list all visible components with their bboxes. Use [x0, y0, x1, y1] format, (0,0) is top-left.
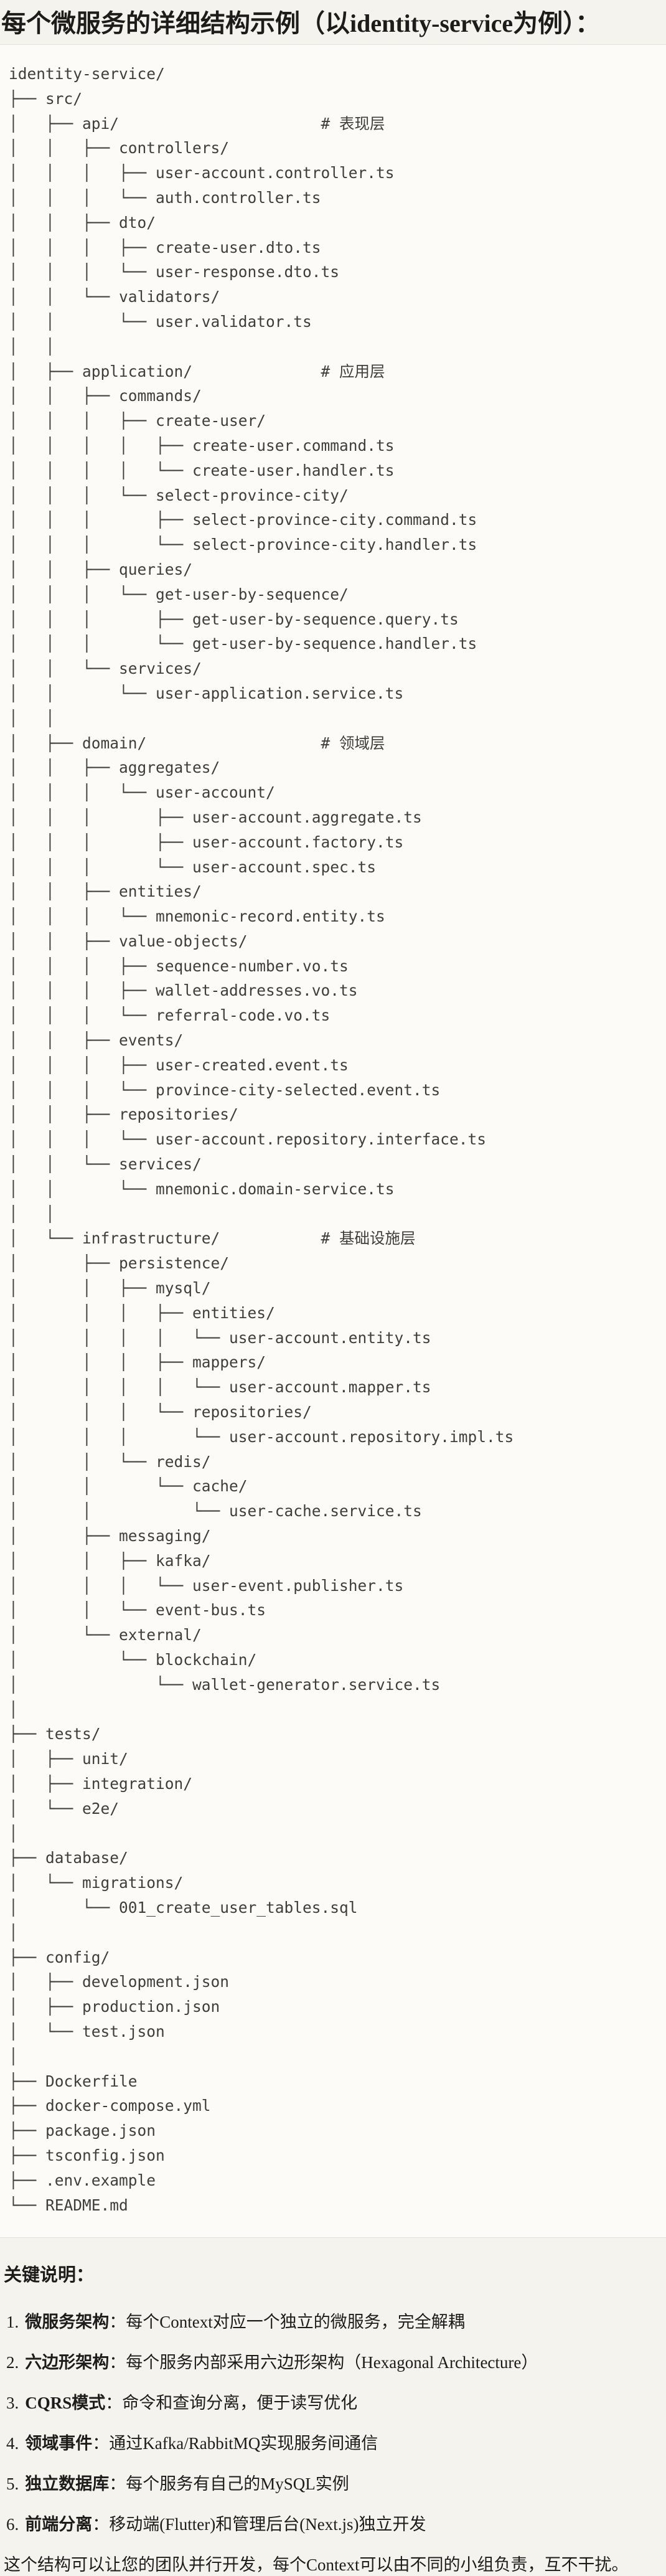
- note-number: 1.: [6, 2313, 19, 2332]
- notes-footer: 这个结构可以让您的团队并行开发，每个Context可以由不同的小组负责，互不干扰…: [4, 2555, 629, 2575]
- note-number: 3.: [6, 2394, 19, 2413]
- note-number: 2.: [6, 2353, 19, 2372]
- page-title: 每个微服务的详细结构示例（以identity-service为例）：: [1, 9, 601, 37]
- note-text: ：每个服务内部采用六边形架构（Hexagonal Architecture）: [109, 2353, 538, 2372]
- note-label: 微服务架构: [25, 2313, 110, 2332]
- note-text: ：移动端(Flutter)和管理后台(Next.js)独立开发: [92, 2515, 426, 2534]
- note-text: ：通过Kafka/RabbitMQ实现服务间通信: [92, 2434, 378, 2453]
- note-item: 6. 前端分离：移动端(Flutter)和管理后台(Next.js)独立开发: [4, 2513, 659, 2536]
- note-text: ：每个Context对应一个独立的微服务，完全解耦: [109, 2313, 465, 2332]
- note-label: 前端分离: [25, 2515, 93, 2534]
- note-label: 六边形架构: [25, 2353, 110, 2372]
- code-block: identity-service/ ├── src/ │ ├── api/ # …: [0, 44, 666, 2239]
- note-label: CQRS模式: [25, 2394, 106, 2413]
- note-text: ：每个服务有自己的MySQL实例: [109, 2475, 349, 2494]
- file-tree: identity-service/ ├── src/ │ ├── api/ # …: [9, 65, 514, 2214]
- note-item: 2. 六边形架构：每个服务内部采用六边形架构（Hexagonal Architec…: [4, 2351, 659, 2374]
- note-number: 4.: [6, 2434, 19, 2453]
- notes-heading: 关键说明：: [4, 2265, 95, 2286]
- note-number: 6.: [6, 2515, 19, 2534]
- note-item: 5. 独立数据库：每个服务有自己的MySQL实例: [4, 2473, 659, 2495]
- note-item: 3. CQRS模式：命令和查询分离，便于读写优化: [4, 2392, 659, 2414]
- note-number: 5.: [6, 2475, 19, 2494]
- note-item: 1. 微服务架构：每个Context对应一个独立的微服务，完全解耦: [4, 2311, 659, 2333]
- note-label: 领域事件: [25, 2434, 93, 2453]
- note-item: 4. 领域事件：通过Kafka/RabbitMQ实现服务间通信: [4, 2432, 659, 2455]
- note-label: 独立数据库: [25, 2475, 110, 2494]
- key-notes-section: 关键说明： 1. 微服务架构：每个Context对应一个独立的微服务，完全解耦 2…: [0, 2263, 666, 2576]
- note-text: ：命令和查询分离，便于读写优化: [105, 2394, 358, 2413]
